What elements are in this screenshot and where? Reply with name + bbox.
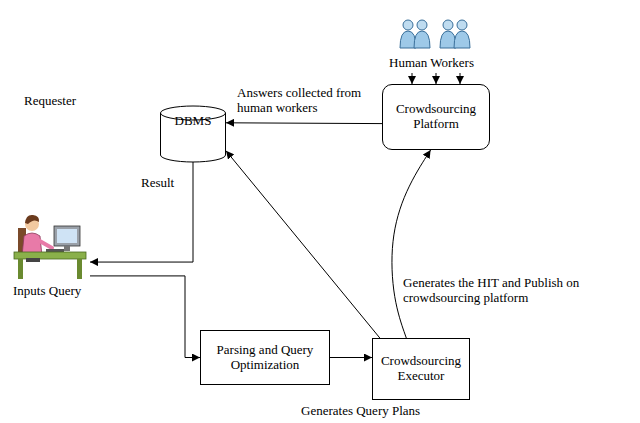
note-label: Human Workers: [388, 56, 475, 71]
connector-arrow: [90, 162, 193, 262]
process-box: Crowdsourcing Executor: [372, 338, 470, 400]
note-label: Generates Query Plans: [300, 404, 421, 419]
node-text: Parsing and Query Optimization: [207, 343, 323, 373]
node-text: Requester: [24, 94, 76, 109]
database-cylinder: DBMS: [160, 106, 226, 162]
connector-arrow: [226, 151, 380, 338]
platform-box: Crowdsourcing Platform: [382, 84, 490, 150]
edge-label: Answers collected from human workers: [236, 86, 378, 116]
cylinder-body: [161, 106, 226, 162]
connector-arrow: [392, 150, 431, 338]
requester-figure: Requester: [10, 92, 90, 282]
edge-label: Generates the HIT and Publish on crowdso…: [402, 276, 629, 306]
node-text: Crowdsourcing Platform: [389, 102, 483, 132]
connector-arrow: [330, 357, 372, 358]
worker-arrows: [412, 73, 460, 84]
connector-arrow: [226, 122, 382, 124]
human-workers-icon: [400, 20, 470, 48]
connector-arrow: [90, 276, 200, 358]
edge-label: Inputs Query: [12, 284, 82, 299]
node-text: DBMS: [175, 114, 212, 129]
process-box: Parsing and Query Optimization: [200, 330, 330, 385]
node-text: Crowdsourcing Executor: [379, 354, 463, 384]
requester-illustration: [14, 215, 86, 279]
edge-label: Result: [140, 176, 175, 191]
